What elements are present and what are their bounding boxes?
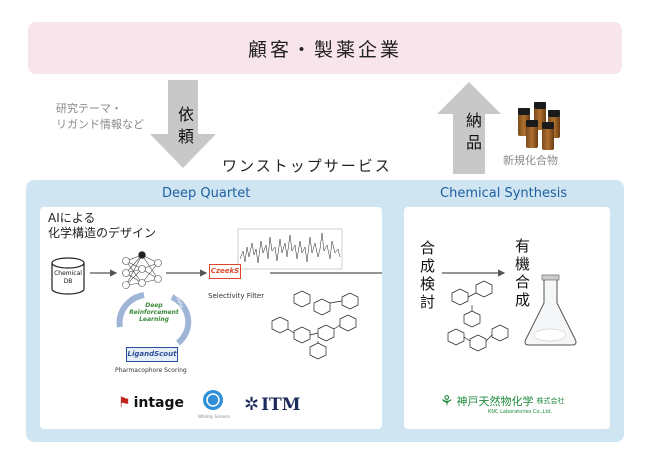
whitely-science-icon [203,390,223,410]
knc-suffix: 株式会社 [536,397,565,405]
czeek-logo: CzeekS [209,264,241,279]
research-themes-line-1: 研究テーマ・ [56,102,122,115]
intage-logo: ⚑ intage [118,395,184,411]
synthesis-molecules-icon [447,280,509,352]
drl-label: Deep Reinforcement Learning [122,302,186,323]
knc-mark-icon: ⚘ [440,392,454,410]
molecule-structures-icon [271,290,359,360]
deep-quartet-diagram [90,228,382,360]
ai-design-line-2: 化学構造のデザイン [48,226,157,240]
pharmacophore-label: Pharmacophore Scoring [115,367,187,374]
chemical-synthesis-box [404,207,610,429]
ligandscout-logo: LigandScout [126,347,178,362]
chemical-synthesis-title: Chemical Synthesis [440,186,568,201]
chemical-db-line-1: Chemical [54,270,82,277]
ai-design-text: AIによる 化学構造のデザイン [48,211,156,241]
delivery-label: 納品 [463,112,482,156]
drl-line-2: Reinforcement [129,309,179,316]
organic-synthesis-label: 有機合成 [513,238,531,310]
customer-banner: 顧客・製薬企業 [28,22,622,74]
ai-design-line-1: AIによる [48,211,96,225]
selectivity-filter-label: Selectivity Filter [208,292,265,300]
drl-line-1: Deep [145,302,163,309]
database-icon [51,257,85,295]
chemical-db-label: Chemical DB [51,270,85,286]
request-arrow [150,80,216,168]
whitely-science-label: Whitely Science [198,414,230,419]
flask-icon [524,274,577,346]
itm-logo: ✲ ITM [244,394,301,415]
new-compound-label: 新規化合物 [503,154,558,167]
chemical-synthesis-diagram [442,269,577,352]
research-themes-text: 研究テーマ・ リガンド情報など [56,101,144,133]
chemical-db-line-2: DB [63,278,73,285]
intage-label: intage [133,395,184,411]
deep-quartet-title: Deep Quartet [162,186,251,201]
synthesis-review-label: 合成検討 [418,240,436,312]
itm-label: ITM [261,394,301,415]
itm-star-icon: ✲ [244,394,260,415]
research-themes-line-2: リガンド情報など [56,118,144,131]
selectivity-spectrum-icon [237,228,343,270]
knc-name-jp: 神戸天然物化学 [456,395,534,408]
update-arrow [170,294,192,346]
customer-label: 顧客・製薬企業 [247,38,402,61]
request-label: 依頼 [175,106,194,150]
vials-icon [512,102,562,152]
knc-logo: ⚘ 神戸天然物化学 株式会社 [440,392,564,410]
service-label: ワンストップサービス [222,157,392,175]
intage-mark-icon: ⚑ [118,395,131,411]
delivery-arrow [437,82,501,174]
neural-network-icon [122,251,162,289]
knc-name-en: KNC Laboratories Co.,Ltd. [488,409,553,415]
drl-line-3: Learning [139,316,169,323]
reward-arrow [116,292,145,328]
